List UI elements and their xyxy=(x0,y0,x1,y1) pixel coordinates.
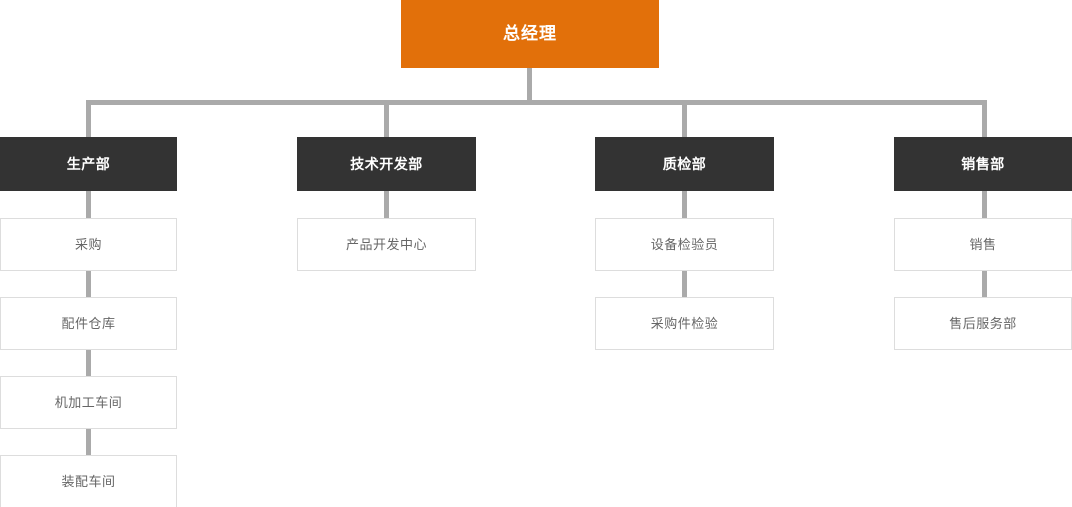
node-dept-technology-development[interactable]: 技术开发部 xyxy=(297,137,476,191)
connector-parts-warehouse-to-machining xyxy=(86,350,91,377)
connector-root-down xyxy=(527,68,532,101)
connector-machining-to-assembly xyxy=(86,429,91,456)
node-dept-quality-inspection[interactable]: 质检部 xyxy=(595,137,774,191)
connector-purchasing-to-parts-warehouse xyxy=(86,271,91,298)
connector-bus-to-dept-1 xyxy=(86,100,91,138)
node-sub-assembly-workshop[interactable]: 装配车间 xyxy=(0,455,177,507)
node-sub-after-sales-service[interactable]: 售后服务部 xyxy=(894,297,1072,350)
connector-bus-to-dept-4 xyxy=(982,100,987,138)
connector-tech-to-product-center xyxy=(384,191,389,219)
connector-bus-to-dept-2 xyxy=(384,100,389,138)
node-label: 产品开发中心 xyxy=(345,236,427,252)
node-label: 配件仓库 xyxy=(61,315,116,331)
node-label: 采购件检验 xyxy=(650,315,719,331)
node-label: 机加工车间 xyxy=(54,394,123,410)
connector-bus-to-dept-3 xyxy=(682,100,687,138)
node-label: 销售 xyxy=(969,236,997,252)
connector-horizontal-bus xyxy=(86,100,987,105)
node-label: 技术开发部 xyxy=(350,155,423,172)
node-root-general-manager[interactable]: 总经理 xyxy=(401,0,659,68)
node-sub-equipment-inspector[interactable]: 设备检验员 xyxy=(595,218,774,271)
connector-sales-team-to-after-sales xyxy=(982,271,987,298)
node-label: 售后服务部 xyxy=(949,315,1017,331)
node-sub-parts-warehouse[interactable]: 配件仓库 xyxy=(0,297,177,350)
node-label: 设备检验员 xyxy=(650,236,719,252)
node-label: 采购 xyxy=(74,236,102,252)
node-label: 销售部 xyxy=(961,155,1005,172)
node-dept-production[interactable]: 生产部 xyxy=(0,137,177,191)
node-sub-purchasing[interactable]: 采购 xyxy=(0,218,177,271)
node-label: 生产部 xyxy=(66,155,111,172)
node-sub-product-development-center[interactable]: 产品开发中心 xyxy=(297,218,476,271)
node-label: 总经理 xyxy=(503,23,557,43)
connector-equipment-inspector-to-purchased-parts xyxy=(682,271,687,298)
connector-production-to-purchasing xyxy=(86,191,91,219)
connector-sales-to-sales-team xyxy=(982,191,987,219)
node-sub-purchased-parts-inspection[interactable]: 采购件检验 xyxy=(595,297,774,350)
node-sub-sales-team[interactable]: 销售 xyxy=(894,218,1072,271)
node-label: 质检部 xyxy=(662,155,707,172)
node-sub-machining-workshop[interactable]: 机加工车间 xyxy=(0,376,177,429)
node-label: 装配车间 xyxy=(61,473,116,489)
connector-quality-to-equipment-inspector xyxy=(682,191,687,219)
node-dept-sales[interactable]: 销售部 xyxy=(894,137,1072,191)
